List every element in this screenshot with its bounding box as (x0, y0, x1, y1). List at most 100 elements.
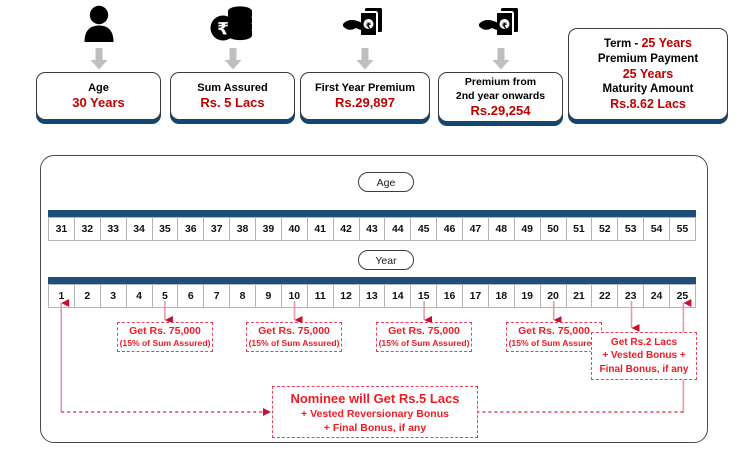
benefit-callout-year-10-amount: Get Rs. 75,000 (258, 325, 330, 337)
year-cell-12: 12 (333, 284, 360, 308)
age-cell-39: 39 (256, 217, 282, 241)
year-cell-5: 5 (152, 284, 179, 308)
svg-text:₹: ₹ (366, 22, 372, 31)
age-strip-bar (48, 210, 696, 217)
benefit-callout-year-10-note: (15% of Sum Assured) (248, 338, 340, 348)
age-cell-41: 41 (307, 217, 334, 241)
benefit-callout-year-5-note: (15% of Sum Assured) (119, 338, 211, 348)
card-first-year-premium-value: Rs.29,897 (335, 95, 395, 110)
benefit-callout-year-15[interactable]: Get Rs. 75,000 (15% of Sum Assured) (376, 322, 472, 352)
year-cell-8: 8 (230, 284, 256, 308)
year-cell-24: 24 (644, 284, 670, 308)
maturity-callout-line-2: + Vested Bonus + (602, 350, 686, 362)
age-cell-48: 48 (488, 217, 515, 241)
year-strip-bar (48, 277, 696, 284)
age-cell-37: 37 (204, 217, 231, 241)
year-cell-23: 23 (618, 284, 645, 308)
maturity-callout[interactable]: Get Rs.2 Lacs + Vested Bonus + Final Bon… (591, 332, 697, 380)
year-cell-11: 11 (307, 284, 334, 308)
down-arrow-icon (356, 48, 374, 70)
down-arrow-icon (492, 48, 510, 70)
card-sum-assured-value: Rs. 5 Lacs (200, 95, 265, 110)
age-cell-51: 51 (566, 217, 593, 241)
year-cell-18: 18 (488, 284, 515, 308)
svg-text:₹: ₹ (501, 22, 507, 31)
year-cell-4: 4 (126, 284, 153, 308)
age-cell-53: 53 (618, 217, 645, 241)
hand-cash-icon: ₹ (300, 2, 430, 46)
down-arrow-icon (90, 48, 108, 70)
year-cell-13: 13 (359, 284, 386, 308)
card-term-label-2: Premium Payment (597, 53, 699, 65)
card-term-value-1: 25 Years (641, 36, 693, 50)
nominee-callout[interactable]: Nominee will Get Rs.5 Lacs + Vested Reve… (272, 386, 478, 438)
age-cell-42: 42 (333, 217, 360, 241)
benefit-callout-year-5[interactable]: Get Rs. 75,000 (15% of Sum Assured) (117, 322, 213, 352)
benefit-callout-year-5-amount: Get Rs. 75,000 (129, 325, 201, 337)
card-renewal-premium[interactable]: Premium from 2nd year onwards Rs.29,254 (438, 72, 563, 122)
age-cell-34: 34 (126, 217, 153, 241)
rupee-coins-icon: ₹ (170, 2, 295, 46)
year-cell-20: 20 (540, 284, 567, 308)
year-cell-9: 9 (256, 284, 282, 308)
summary-cards: Age 30 Years ₹ (0, 0, 740, 145)
year-cell-1: 1 (48, 284, 75, 308)
maturity-callout-line-3: Final Bonus, if any (599, 363, 689, 375)
card-age-label: Age (88, 82, 109, 94)
age-cell-35: 35 (152, 217, 179, 241)
age-cell-52: 52 (592, 217, 619, 241)
nominee-callout-line-1: Nominee will Get Rs.5 Lacs (290, 390, 460, 406)
year-cell-6: 6 (178, 284, 205, 308)
year-cell-14: 14 (385, 284, 412, 308)
year-cell-22: 22 (592, 284, 619, 308)
card-first-year-premium-label: First Year Premium (314, 82, 416, 94)
age-cell-44: 44 (385, 217, 412, 241)
age-cell-33: 33 (100, 217, 127, 241)
nominee-callout-line-3: + Final Bonus, if any (323, 421, 427, 434)
year-cell-16: 16 (437, 284, 463, 308)
age-cell-55: 55 (670, 217, 696, 241)
year-cell-17: 17 (463, 284, 489, 308)
year-cell-2: 2 (74, 284, 101, 308)
card-renewal-premium-label-1: Premium from (464, 76, 537, 88)
down-arrow-icon (224, 48, 242, 70)
svg-text:₹: ₹ (217, 20, 229, 40)
card-age-value: 30 Years (72, 95, 125, 110)
hand-cash-icon: ₹ (438, 2, 563, 46)
age-cell-31: 31 (48, 217, 75, 241)
card-sum-assured[interactable]: Sum Assured Rs. 5 Lacs (170, 72, 295, 120)
year-pill-label: Year (358, 250, 414, 270)
age-cell-36: 36 (178, 217, 205, 241)
year-cell-25: 25 (670, 284, 696, 308)
person-icon (36, 2, 161, 46)
card-age[interactable]: Age 30 Years (36, 72, 161, 120)
age-cell-45: 45 (411, 217, 438, 241)
age-cell-49: 49 (514, 217, 541, 241)
benefit-callout-year-10[interactable]: Get Rs. 75,000 (15% of Sum Assured) (246, 322, 342, 352)
age-cell-54: 54 (644, 217, 670, 241)
card-term-label-1: Term - (603, 38, 642, 50)
benefit-callout-year-20-amount: Get Rs. 75,000 (518, 325, 590, 337)
benefit-callout-year-15-amount: Get Rs. 75,000 (388, 325, 460, 337)
age-pill-label: Age (358, 172, 414, 192)
age-cell-46: 46 (437, 217, 463, 241)
age-cell-47: 47 (463, 217, 489, 241)
age-cell-43: 43 (359, 217, 386, 241)
year-cell-3: 3 (100, 284, 127, 308)
card-term[interactable]: Term - 25 Years Premium Payment 25 Years… (568, 28, 728, 120)
benefit-callout-year-20-note: (15% of Sum Assured) (508, 338, 600, 348)
card-first-year-premium[interactable]: First Year Premium Rs.29,897 (300, 72, 430, 120)
year-cell-10: 10 (281, 284, 308, 308)
age-cell-40: 40 (281, 217, 308, 241)
benefit-callout-year-20[interactable]: Get Rs. 75,000 (15% of Sum Assured) (506, 322, 602, 352)
year-cell-7: 7 (204, 284, 231, 308)
age-cell-32: 32 (74, 217, 101, 241)
card-term-label-3: Maturity Amount (602, 83, 694, 95)
year-cell-19: 19 (514, 284, 541, 308)
card-renewal-premium-label-2: 2nd year onwards (455, 90, 546, 102)
